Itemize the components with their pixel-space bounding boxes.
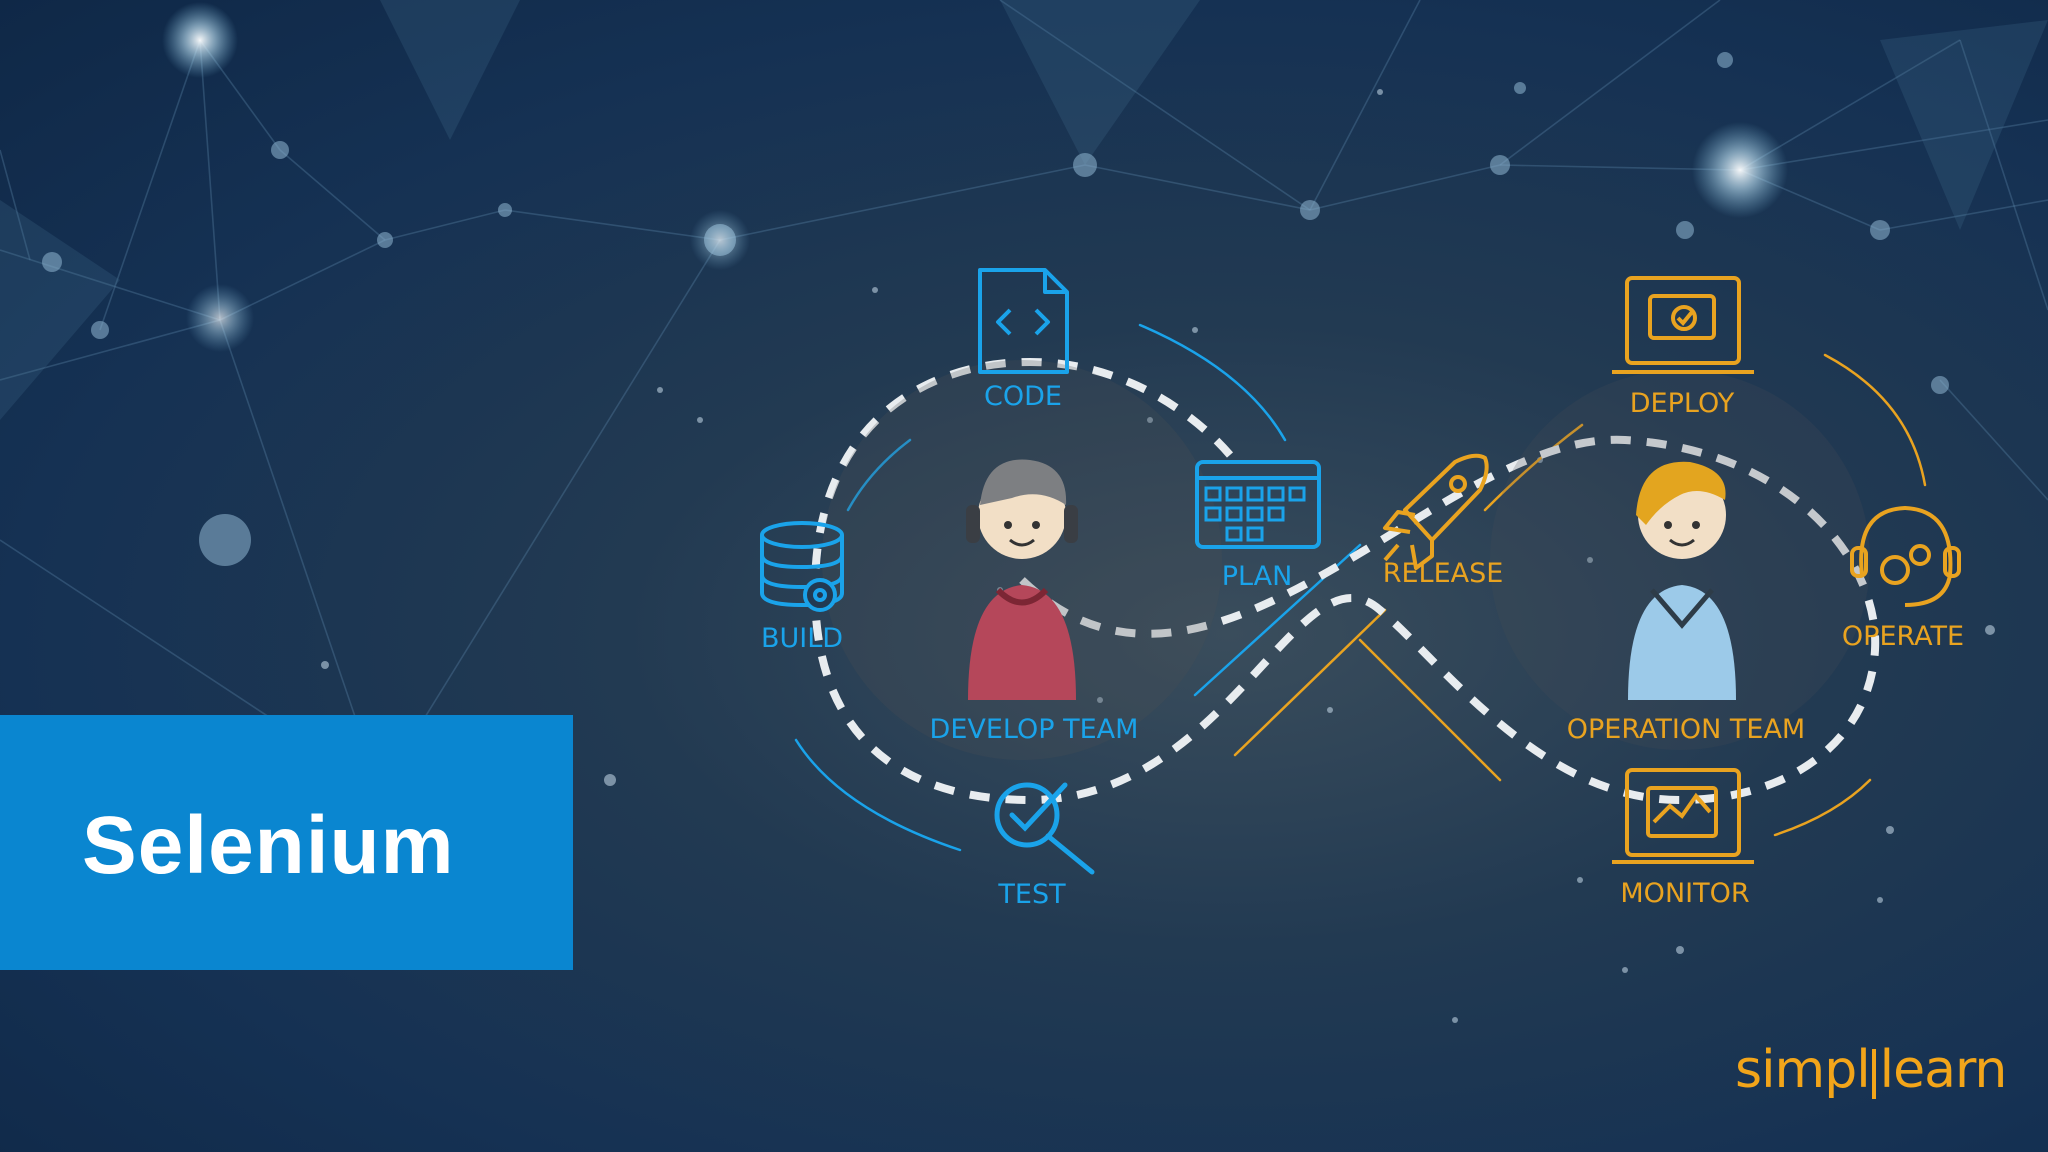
database-gear-icon: [760, 521, 844, 612]
stage-deploy-label: DEPLOY: [1630, 388, 1735, 419]
stage-monitor-label: MONITOR: [1620, 878, 1749, 909]
ops-diagonal-2: [1358, 638, 1502, 782]
laptop-check-icon: [1612, 276, 1754, 374]
title-banner: Selenium: [0, 715, 573, 970]
dev-arc-bottom: [794, 738, 962, 852]
stage-build-label: BUILD: [761, 623, 843, 654]
operation-team-avatar: [1490, 370, 1870, 750]
ops-diagonal: [1233, 608, 1387, 757]
page-title: Selenium: [82, 800, 455, 891]
logo-text-right: learn: [1879, 1040, 2008, 1100]
dev-arc-left: [846, 438, 912, 512]
stage-plan-label: PLAN: [1222, 561, 1293, 592]
develop-team-label: DEVELOP TEAM: [930, 714, 1139, 745]
stage-release-label: RELEASE: [1383, 558, 1504, 589]
logo-divider-icon: [1871, 1049, 1876, 1099]
develop-team-avatar: [822, 360, 1222, 760]
operation-team-label: OPERATION TEAM: [1567, 714, 1805, 745]
headset-gears-icon: [1850, 505, 1961, 607]
logo-text-left: simpl: [1735, 1040, 1871, 1100]
stage-test-label: TEST: [997, 879, 1066, 910]
magnifier-check-icon: [994, 782, 1095, 875]
dev-arc-top: [1138, 323, 1287, 442]
laptop-chart-icon: [1612, 768, 1754, 864]
ops-arc-top: [1483, 423, 1584, 512]
stage-code-label: CODE: [984, 381, 1062, 412]
stage-operate-label: OPERATE: [1842, 621, 1964, 652]
ops-arc-bottom: [1773, 778, 1872, 837]
infinity-dashed-loop: [810, 357, 1880, 805]
ops-arc-right: [1823, 353, 1927, 487]
rocket-icon: [1383, 453, 1489, 570]
code-file-icon: [978, 268, 1069, 374]
calendar-grid-icon: [1195, 460, 1321, 549]
